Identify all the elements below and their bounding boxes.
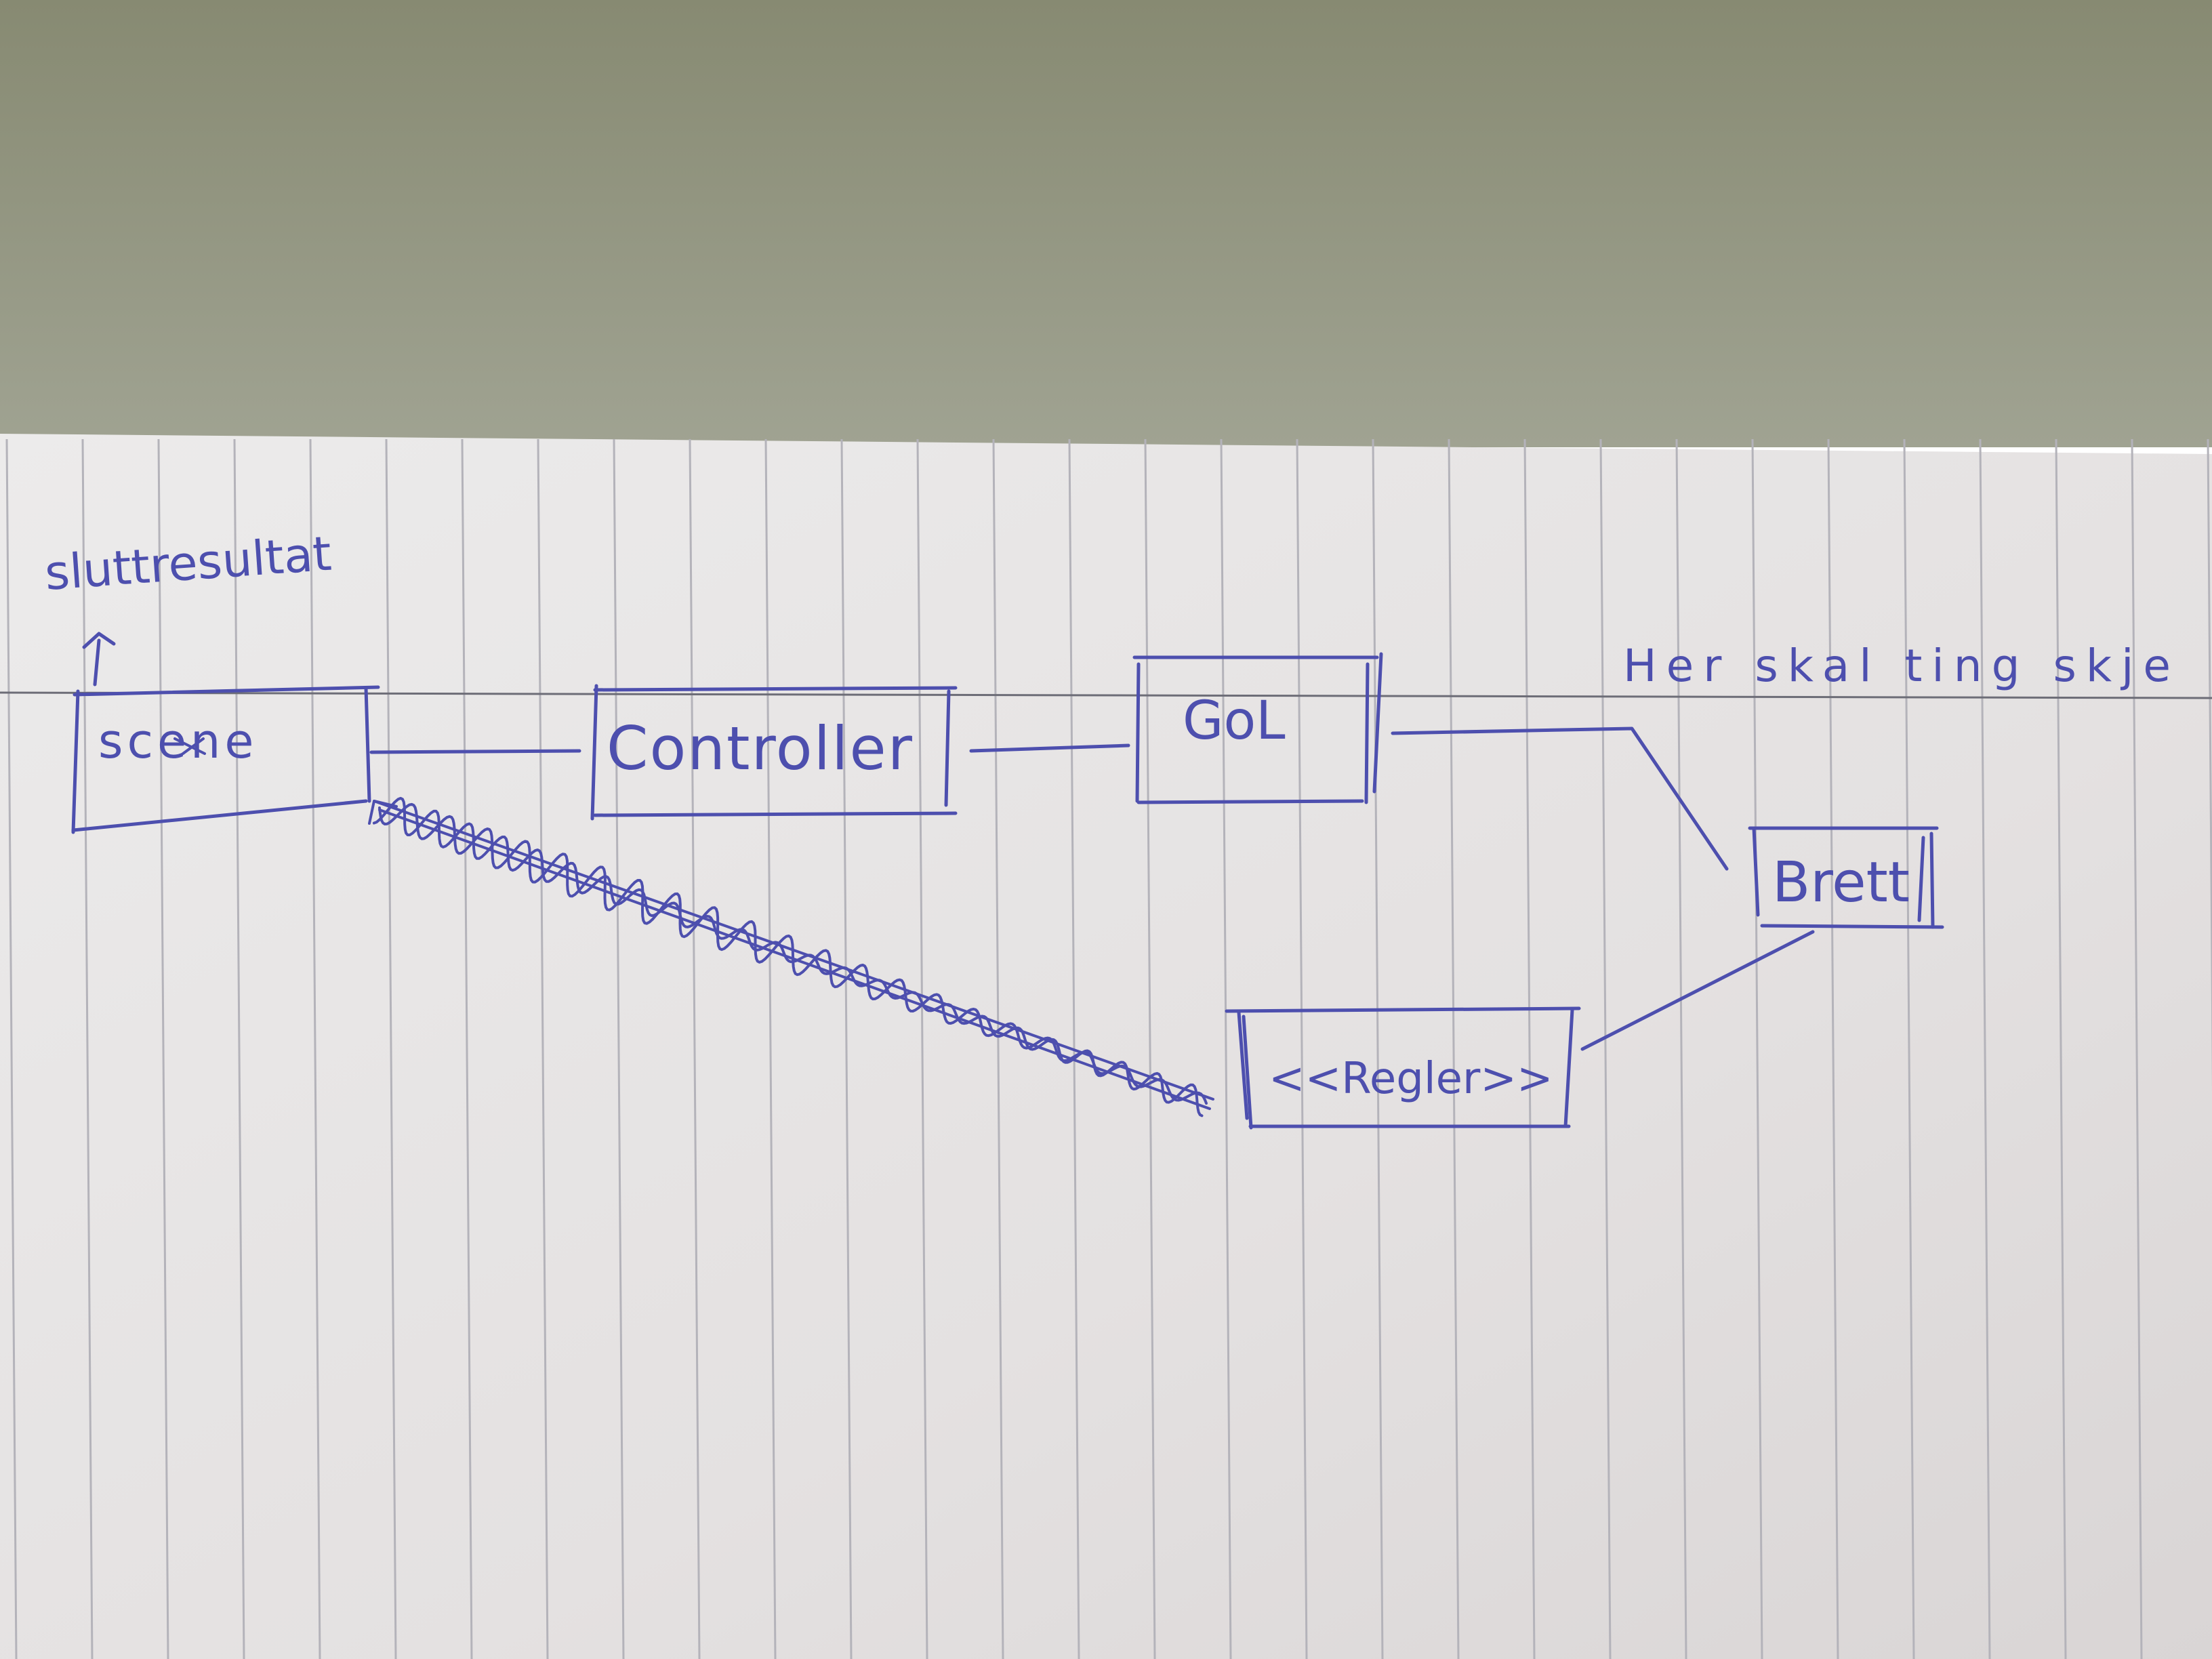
ruled-line	[1448, 438, 1460, 1659]
ruled-line	[840, 438, 853, 1659]
node-scene-box	[71, 685, 380, 834]
zigzag-arrow	[368, 796, 1214, 1118]
ruled-line	[613, 438, 625, 1659]
connector-scene-controller	[369, 749, 581, 754]
node-scene-label: scene	[98, 714, 258, 769]
ruled-line	[81, 438, 94, 1659]
ruled-line	[689, 438, 701, 1659]
node-gol-label: GoL	[1183, 691, 1286, 752]
ruled-lines	[5, 438, 2212, 1659]
wave-line	[372, 796, 1204, 1118]
up-arrow-icon	[82, 632, 116, 687]
header-rule	[0, 691, 2212, 699]
ruled-line	[1675, 438, 1687, 1659]
ruled-line	[385, 438, 397, 1659]
ruled-line	[1979, 438, 1991, 1659]
connector-controller-gol	[969, 743, 1130, 753]
ruled-line	[1523, 438, 1536, 1659]
node-controller-label: Controller	[607, 714, 914, 783]
ruled-line	[2207, 438, 2212, 1093]
node-brett-box	[1748, 826, 1944, 929]
ruled-line	[916, 438, 928, 1659]
node-brett-label: Brett	[1772, 851, 1910, 915]
ruled-line	[1296, 438, 1308, 1659]
ruled-line	[992, 438, 1004, 1659]
node-regler-box	[1225, 1006, 1581, 1130]
ruled-line	[461, 438, 473, 1659]
ruled-line	[1372, 438, 1384, 1659]
ruled-line	[309, 438, 321, 1659]
ruled-line	[233, 438, 245, 1659]
connector-brett-regler	[1580, 930, 1815, 1051]
ruled-line	[2055, 438, 2067, 1659]
ruled-line	[1903, 438, 1915, 1659]
ruled-line	[1144, 438, 1156, 1659]
ruled-line	[1599, 438, 1612, 1659]
ruled-line	[537, 438, 549, 1659]
word-strike	[173, 737, 206, 755]
ruled-line	[764, 438, 777, 1659]
ruled-line	[1827, 438, 1839, 1659]
ruled-line	[157, 438, 169, 1659]
node-controller-box	[590, 684, 958, 821]
node-regler-label: <<Regler>>	[1269, 1054, 1553, 1104]
arrowhead-icon	[368, 800, 398, 825]
annotation-her-skal-ting-skje: Her skal ting skje	[1623, 640, 2180, 692]
table-surface	[0, 0, 2212, 447]
ruled-line	[1220, 438, 1232, 1659]
ruled-line	[5, 438, 18, 1659]
ruled-line	[2131, 438, 2143, 1659]
wave-line	[378, 802, 1208, 1105]
ruled-line	[1751, 438, 1763, 1659]
connector-gol-brett	[1391, 726, 1729, 871]
paper-sheet	[0, 434, 2212, 1659]
diagram-ink	[71, 632, 1944, 1130]
node-gol-box	[1132, 652, 1383, 804]
